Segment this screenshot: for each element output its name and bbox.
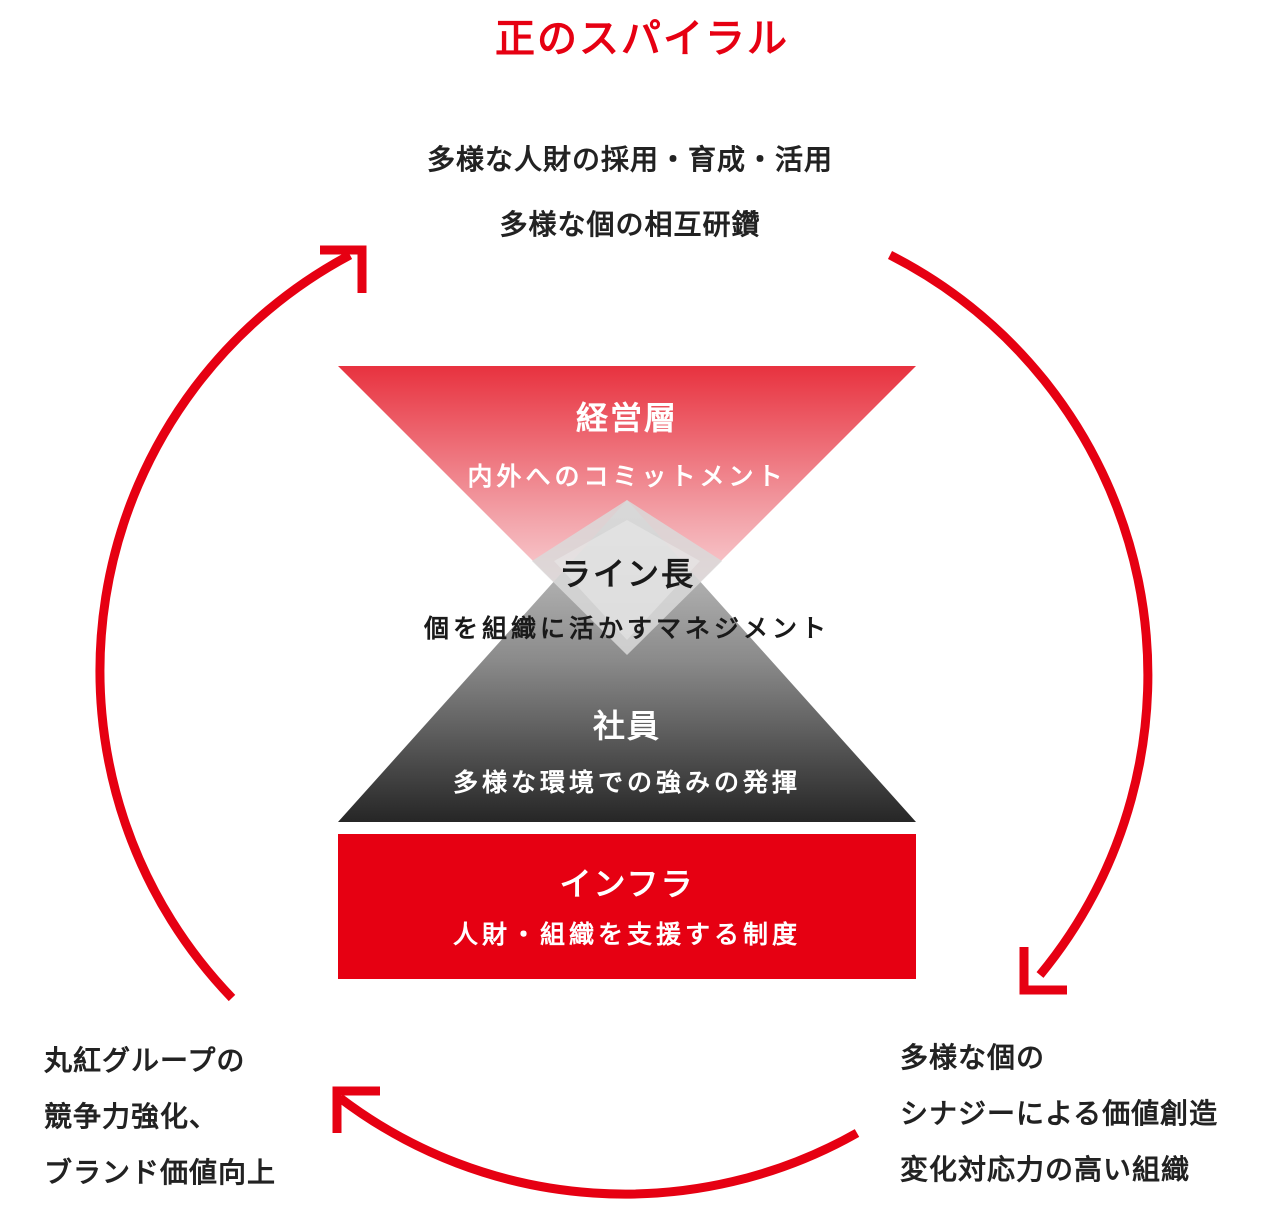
executive-subtitle: 内外へのコミットメント: [467, 462, 787, 491]
bottom-left-line1: 丸紅グループの: [44, 1044, 246, 1077]
bottom-right-line2: シナジーによる価値創造: [900, 1097, 1219, 1130]
bottom-right-line3: 変化対応力の高い組織: [900, 1153, 1191, 1186]
executive-title: 経営層: [575, 399, 678, 437]
arrow-head-bottom: [332, 1086, 380, 1133]
bottom-left-text: 丸紅グループの 競争力強化、 ブランド価値向上: [44, 1033, 344, 1201]
infrastructure-title: インフラ: [559, 865, 695, 903]
diagram-title: 正のスパイラル: [495, 16, 789, 62]
line-manager-subtitle: 個を組織に活かすマネジメント: [423, 614, 830, 643]
top-text-recruitment: 多様な人財の採用・育成・活用: [426, 143, 833, 176]
bottom-right-text: 多様な個の シナジーによる価値創造: [900, 1030, 1270, 1142]
line-manager-title: ライン長: [558, 555, 695, 593]
arrow-head-left: [320, 245, 367, 293]
employee-triangle: [338, 500, 916, 822]
arrow-arc-left: [95, 251, 353, 1002]
bottom-right-line1: 多様な個の: [900, 1041, 1046, 1074]
employee-title: 社員: [592, 707, 661, 745]
infrastructure-box: [338, 834, 916, 979]
infrastructure-subtitle: 人財・組織を支援する制度: [452, 920, 801, 949]
arrow-arc-bottom: [337, 1094, 860, 1199]
arrow-head-right: [1019, 947, 1067, 995]
employee-subtitle: 多様な環境での強みの発揮: [452, 768, 801, 797]
top-text-mutual-improvement: 多様な個の相互研鑽: [499, 208, 761, 241]
bottom-left-line2: 競争力強化、: [44, 1100, 219, 1133]
arrow-arc-right: [887, 250, 1153, 978]
bottom-left-line3: ブランド価値向上: [44, 1156, 277, 1189]
